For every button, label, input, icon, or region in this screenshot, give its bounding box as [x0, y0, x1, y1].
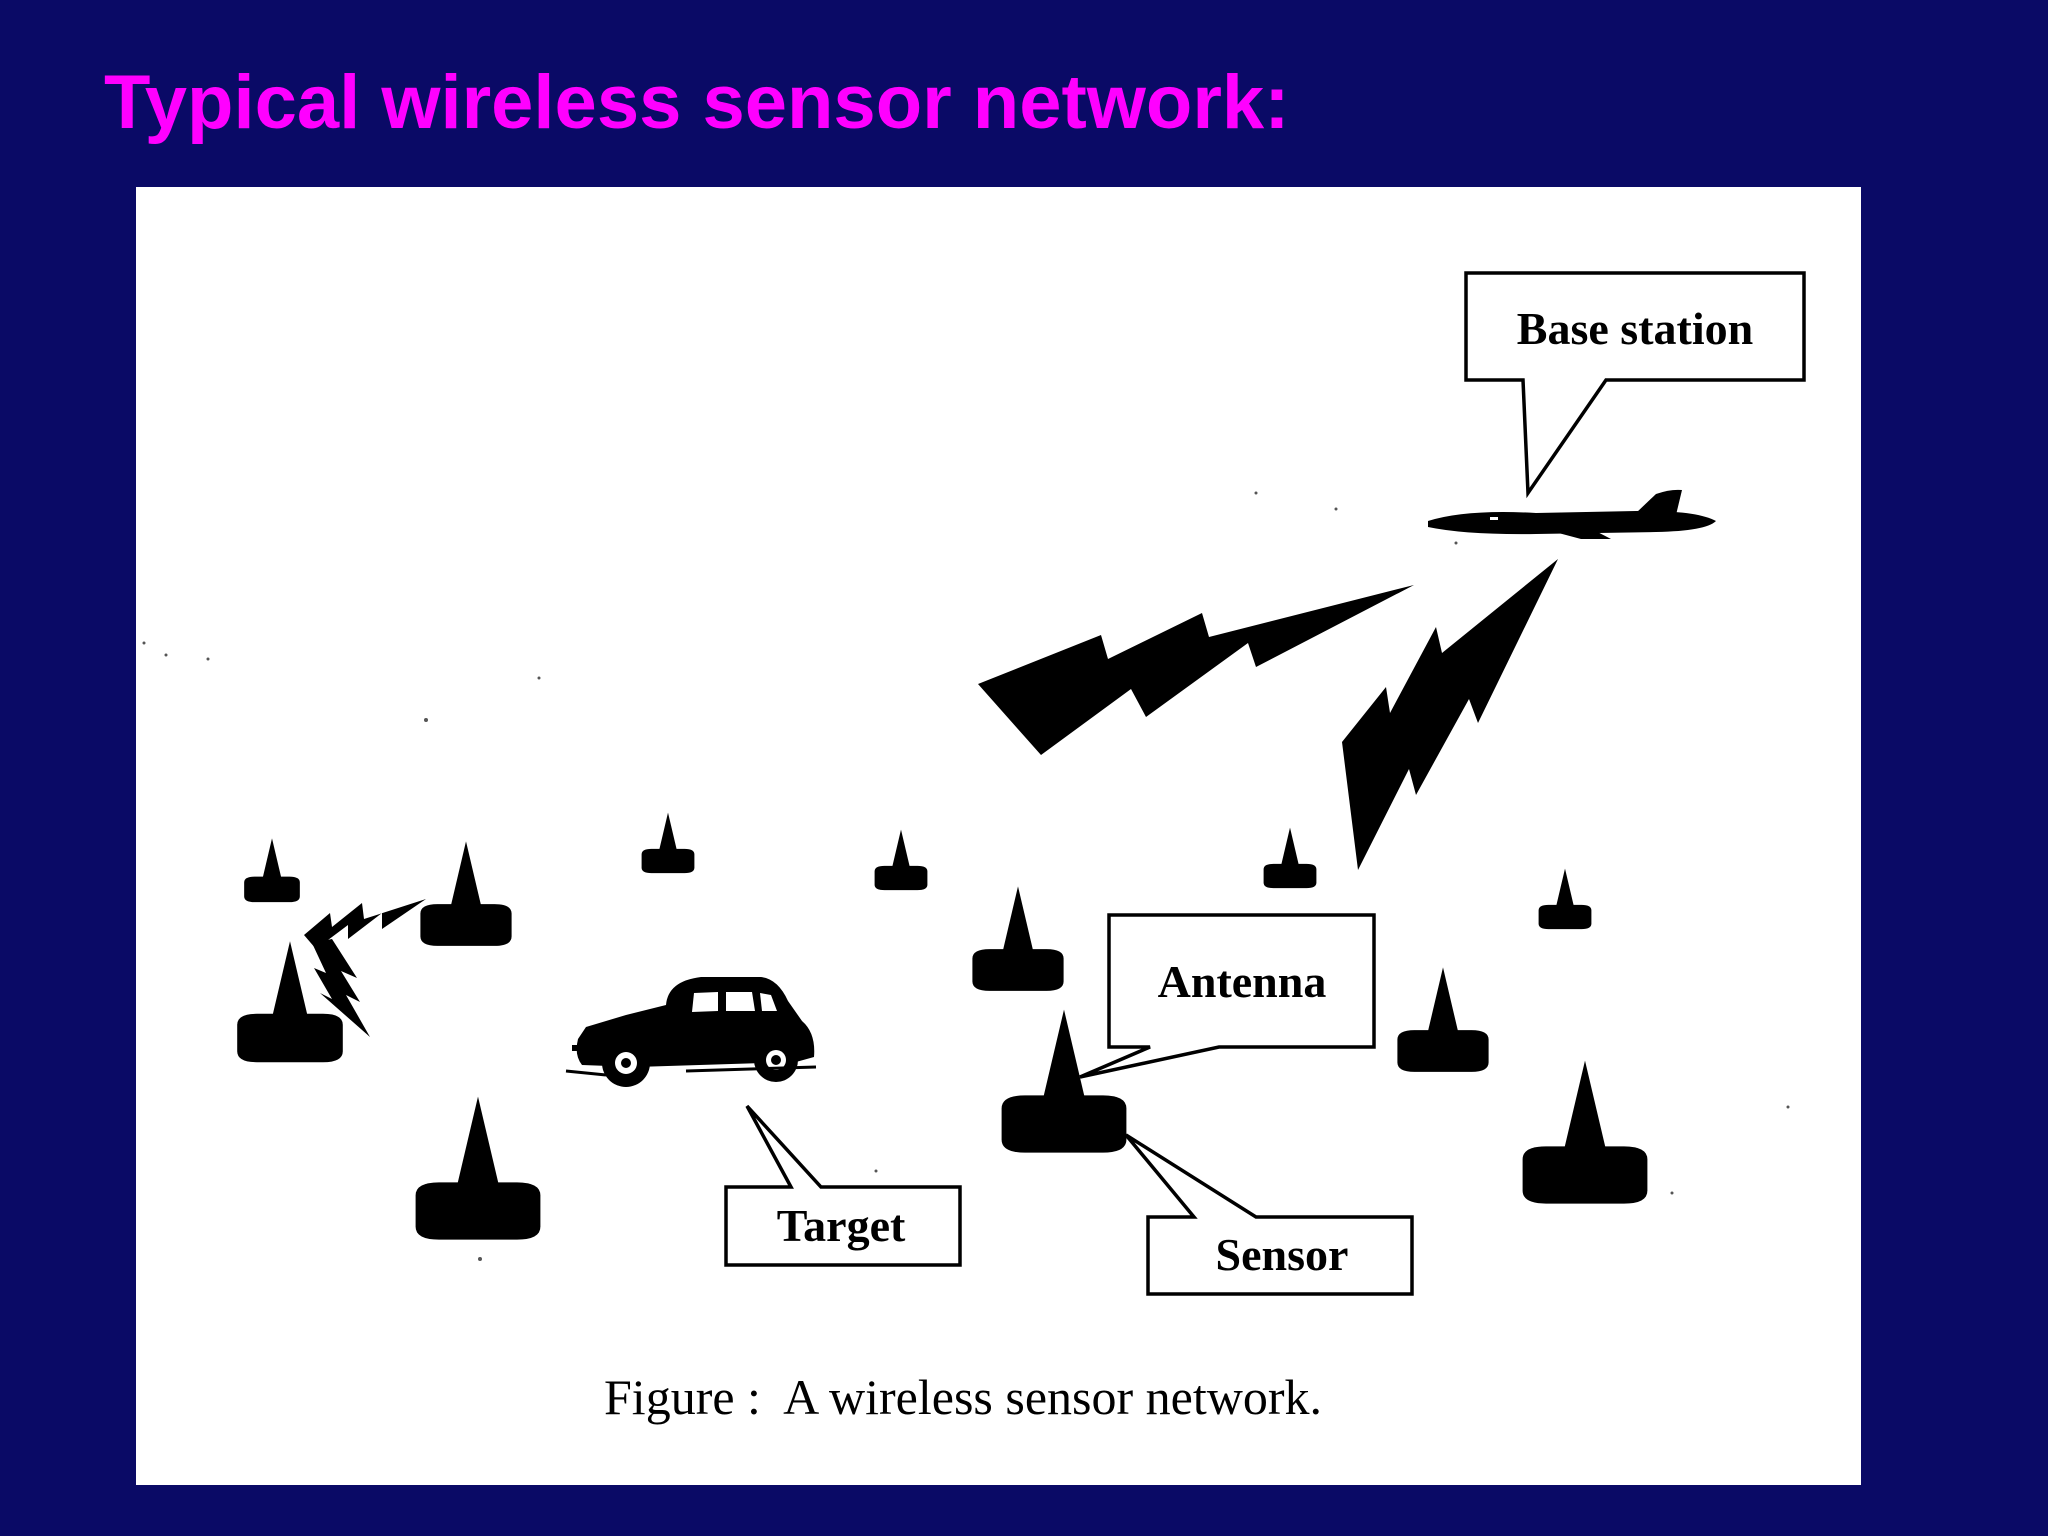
wsn-diagram: Base station Antenna Target Sensor Figur… [142, 271, 1806, 1425]
sensor-node-icon [420, 841, 512, 946]
sensor-callout: Sensor [1124, 1133, 1414, 1296]
sensor-node-icon [244, 838, 300, 903]
radio-link-icon [1342, 559, 1558, 870]
aircraft-icon [1428, 489, 1716, 539]
radio-link-icon [978, 585, 1414, 755]
sensor-node-icon [972, 886, 1064, 991]
base-station-label: Base station [1517, 303, 1753, 354]
radio-link-icon [312, 939, 370, 1037]
car-icon [565, 977, 817, 1087]
sensor-node-icon [237, 941, 343, 1063]
antenna-label: Antenna [1158, 956, 1327, 1007]
slide-title: Typical wireless sensor network: [104, 60, 1290, 145]
sensor-node-icon [1522, 1060, 1648, 1204]
figure-panel: Base station Antenna Target Sensor Figur… [136, 187, 1861, 1485]
target-label: Target [777, 1200, 906, 1251]
figure-caption: Figure : A wireless sensor network. [604, 1369, 1322, 1425]
radio-link-icon [304, 899, 426, 949]
base-station-callout: Base station [1464, 271, 1806, 499]
sensor-node-icon [874, 829, 928, 891]
target-callout: Target [724, 1104, 962, 1267]
sensor-node-icon [1263, 827, 1317, 889]
antenna-callout: Antenna [1079, 913, 1376, 1079]
sensor-node-icon [641, 812, 695, 874]
sensor-node-icon [1538, 868, 1592, 930]
sensor-label: Sensor [1216, 1229, 1349, 1280]
scan-speckles [142, 491, 1790, 1261]
sensor-node-icon [1001, 1009, 1127, 1153]
sensor-node-icon [1397, 967, 1489, 1072]
sensor-node-icon [415, 1096, 541, 1240]
